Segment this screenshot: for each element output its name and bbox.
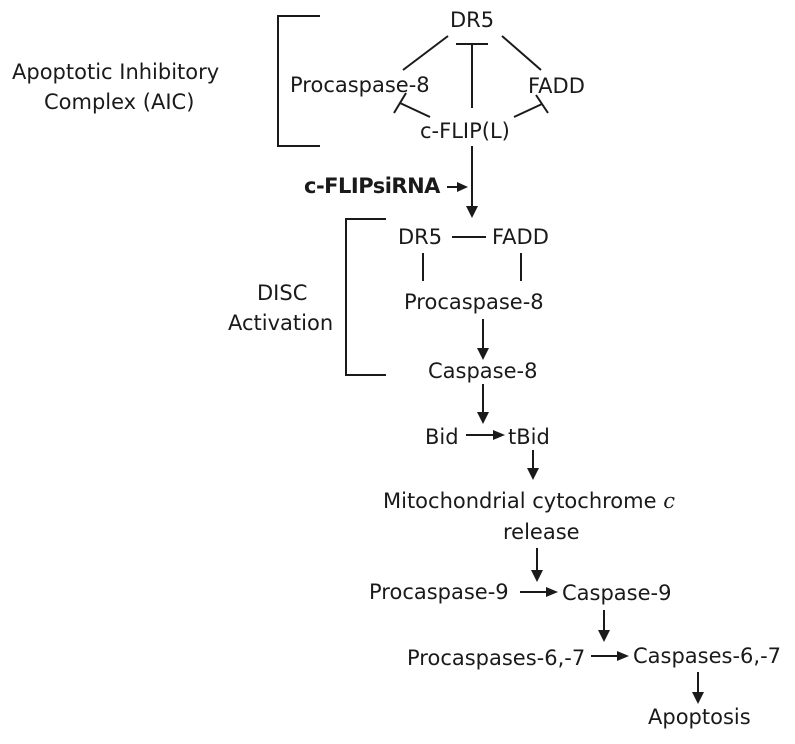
aic-label-line2: Complex (AIC) <box>44 90 195 114</box>
mito-c-italic: c <box>663 489 675 513</box>
node-apoptosis: Apoptosis <box>648 705 751 729</box>
node-mito-line2: release <box>503 520 580 544</box>
arrow-cflip-disc-head <box>466 206 478 218</box>
arrow-bid-tbid-head <box>493 430 505 440</box>
node-mito-line1: Mitochondrial cytochrome c <box>383 491 675 512</box>
arrow-caspases67-apoptosis-head <box>692 692 704 704</box>
disc-label-line1: DISC <box>257 281 308 305</box>
disc-bracket <box>345 218 386 376</box>
edge-dr5-fadd <box>501 35 542 71</box>
inhibit-cflip-fadd <box>513 103 543 118</box>
node-caspase8: Caspase-8 <box>428 359 538 383</box>
node-tbid: tBid <box>508 425 550 449</box>
node-procaspases67: Procaspases-6,-7 <box>407 646 586 670</box>
arrow-procaspases67-caspases67-head <box>617 651 629 661</box>
node-fadd-disc: FADD <box>492 225 549 249</box>
node-dr5-disc: DR5 <box>398 225 443 249</box>
arrow-procaspase8-caspase8-head <box>477 348 489 360</box>
arrow-tbid-mito-head <box>527 468 539 480</box>
node-cflip: c-FLIP(L) <box>420 119 510 143</box>
node-fadd-top: FADD <box>528 74 585 98</box>
disc-label-line2: Activation <box>228 311 334 335</box>
node-procaspase8-disc: Procaspase-8 <box>404 290 544 314</box>
mito-text: Mitochondrial cytochrome <box>383 489 657 513</box>
node-dr5-top: DR5 <box>450 8 495 32</box>
inhibit-cflip-fadd-bar <box>535 94 549 114</box>
edge-dr5-procaspase8 <box>402 35 449 71</box>
node-procaspase9: Procaspase-9 <box>369 580 509 604</box>
arrow-caspase9-procaspases67-head <box>598 630 610 642</box>
arrow-procaspase9-caspase9-head <box>546 587 558 597</box>
aic-label-line1: Apoptotic Inhibitory <box>12 60 220 84</box>
node-procaspase8-top: Procaspase-8 <box>290 73 430 97</box>
arrow-sirna-head <box>457 182 468 192</box>
arrow-release-procaspase9-head <box>531 570 543 582</box>
inhibit-cflip-procaspase8-bar <box>393 92 407 114</box>
aic-bracket <box>277 15 320 147</box>
node-bid: Bid <box>425 425 459 449</box>
arrow-caspase8-bid-head <box>477 412 489 424</box>
node-caspases67: Caspases-6,-7 <box>633 644 782 668</box>
node-caspase9: Caspase-9 <box>562 581 672 605</box>
inhibit-cflip-procaspase8 <box>399 102 431 118</box>
sirna-label: c-FLIPsiRNA <box>304 174 440 198</box>
